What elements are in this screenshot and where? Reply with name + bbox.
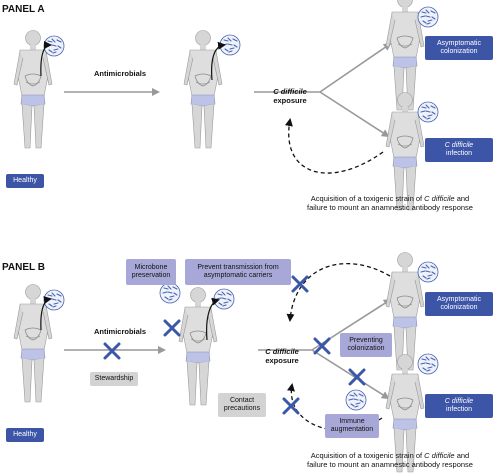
- panel-a-infection-box: C difficile infection: [425, 138, 493, 162]
- panel-b-transmission-box: Prevent transmission from asymptomatic c…: [185, 259, 291, 285]
- panel-b-preventing-colonization-text: Preventing colonization: [347, 336, 385, 352]
- panel-a-treated-figure: [183, 30, 223, 149]
- panel-b-caption-pre: Acquisition of a toxigenic strain of: [310, 451, 425, 460]
- panel-a-microbiome-arrow: [40, 41, 52, 77]
- panel-b-stewardship-box: Stewardship: [90, 372, 138, 386]
- panel-b-contact-precautions-box: Contact precautions: [218, 393, 266, 417]
- panel-b-caption-line2: failure to mount an anamnestic antibody …: [307, 460, 473, 470]
- panel-b-microbiome-box: Microbone preservation: [126, 259, 176, 285]
- panel-b-preventing-colonization-box: Preventing colonization: [340, 333, 392, 357]
- panel-b-infection-block-icon: [348, 368, 366, 386]
- panel-b-contact-precautions-text: Contact precautions: [223, 396, 261, 412]
- panel-a-caption-post: and: [454, 194, 470, 203]
- panel-a-exposure-label: C difficile exposure: [260, 87, 320, 105]
- panel-b-exposure-organism: C difficile: [265, 347, 299, 356]
- panel-b-infection-organism: C difficile: [444, 397, 474, 405]
- panel-b-stewardship-text: Stewardship: [94, 374, 134, 382]
- panel-a-infection-organism: C difficile: [444, 141, 474, 149]
- panel-b-microbiome-arrow: [40, 296, 52, 331]
- panel-b-immune-augmentation-text: Immune augmentation: [330, 417, 374, 433]
- panel-b-transmission-text: Prevent transmission from asymptomatic c…: [197, 263, 279, 279]
- panel-b-caption-organism: C difficile: [424, 451, 455, 460]
- panel-a-bacteria-icon-3: [417, 6, 439, 28]
- panel-b-bacteria-icon-2: [213, 288, 235, 310]
- panel-a-exposure-organism: C difficile: [273, 87, 307, 96]
- panel-b-treated-arrow: [206, 297, 220, 341]
- panel-a-antimicrobials-label: Antimicrobials: [93, 69, 147, 78]
- panel-b-microbiome-block-icon: [163, 319, 181, 337]
- panel-a-bacteria-icon-4: [417, 101, 439, 123]
- panel-a-caption: Acquisition of a toxigenic strain of C d…: [282, 194, 498, 213]
- panel-b-asymptomatic-box: Asymptomatic colonization: [425, 292, 493, 316]
- panel-b-healthy-text: Healthy: [13, 430, 37, 438]
- panel-a-healthy-box: Healthy: [6, 174, 44, 188]
- panel-a-label: PANEL A: [2, 4, 45, 15]
- panel-a-caption-line2: failure to mount an anamnestic antibody …: [307, 203, 473, 213]
- panel-b-bacteria-icon-4: [417, 353, 439, 375]
- panel-a-infection-word: infection: [445, 150, 473, 157]
- panel-b-label: PANEL B: [2, 262, 45, 273]
- panel-a-caption-pre: Acquisition of a toxigenic strain of: [310, 194, 425, 203]
- panel-b-infection-word: infection: [445, 406, 473, 413]
- panel-a-healthy-text: Healthy: [13, 176, 37, 184]
- panel-b-asymptomatic-text: Asymptomatic colonization: [437, 295, 481, 311]
- panel-a-to-infection-arrow: [319, 91, 390, 138]
- panel-a-asymptomatic-text: Asymptomatic colonization: [437, 39, 481, 55]
- panel-a-to-asymptomatic-arrow: [254, 42, 392, 93]
- panel-b-transmission-loop: [286, 262, 391, 322]
- panel-b-microbiome-text: Microbone preservation: [131, 263, 171, 279]
- panel-b-immune-augmentation-box: Immune augmentation: [325, 414, 379, 438]
- panel-b-to-infection-arrow: [311, 349, 390, 400]
- panel-a-reexposure-loop: [284, 118, 384, 174]
- panel-b-caption-post: and: [454, 451, 470, 460]
- panel-a-exposure-word: exposure: [273, 95, 307, 105]
- panel-b-bacteria-icon-3: [417, 261, 439, 283]
- panel-a-caption-organism: C difficile: [424, 194, 455, 203]
- panel-b-exposure-word: exposure: [265, 355, 299, 365]
- panel-b-stewardship-block-icon: [103, 342, 121, 360]
- panel-b-caption: Acquisition of a toxigenic strain of C d…: [282, 451, 498, 470]
- panel-a-treated-arrow: [211, 41, 226, 81]
- panel-b-infection-box: C difficile infection: [425, 394, 493, 418]
- panel-a-asymptomatic-box: Asymptomatic colonization: [425, 36, 493, 60]
- panel-b-exposure-label: C difficile exposure: [252, 347, 312, 365]
- panel-b-antimicrobials-label: Antimicrobials: [93, 327, 147, 336]
- panel-b-microbiome-icon: [159, 282, 181, 304]
- panel-b-antibody-icon: [345, 389, 367, 411]
- panel-b-healthy-box: Healthy: [6, 428, 44, 442]
- panel-b-contact-block-icon: [282, 397, 300, 415]
